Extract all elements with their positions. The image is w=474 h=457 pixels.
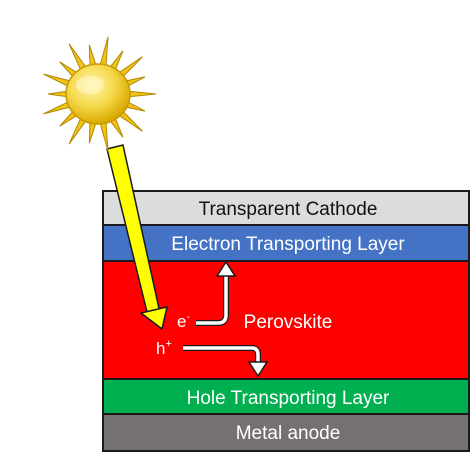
hole-label: h+ [156,338,172,358]
sun-ray [68,43,87,71]
sun-ray [88,44,97,66]
sun-ray [68,117,87,145]
sun-ray [127,90,157,98]
electron-charge: - [186,311,190,323]
sun-ray [99,36,109,66]
sun-ray [99,122,109,152]
perovskite-label: Perovskite [244,312,333,333]
sun-icon [43,36,157,152]
htl-label: Hole Transporting Layer [187,388,390,409]
hole-path-arrow [183,345,269,378]
electron-symbol: e [177,312,186,331]
hole-symbol: h [156,339,165,358]
cathode-layer [102,190,470,226]
light-ray-arrow [106,144,168,330]
device-stack [102,190,470,452]
electron-path-arrow [196,260,237,326]
hole-charge: + [165,338,171,350]
htl-layer [102,378,470,415]
electron-label: e- [177,311,190,331]
sun-ray [88,122,97,144]
anode-label: Metal anode [236,423,341,444]
sun-ray [47,90,69,98]
etl-layer [102,224,470,262]
etl-label: Electron Transporting Layer [171,234,405,255]
anode-layer [102,413,470,452]
cathode-label: Transparent Cathode [199,199,378,220]
